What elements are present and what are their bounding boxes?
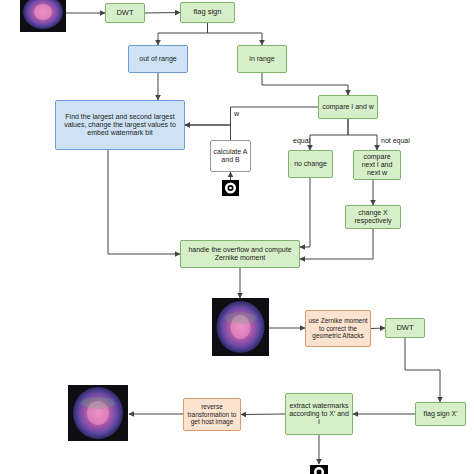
box-text: DWT: [116, 9, 133, 18]
flow-arrow: [348, 119, 377, 150]
process-box: flag sign X': [415, 402, 466, 426]
brain-image: [20, 0, 66, 32]
flow-arrow: [269, 328, 305, 329]
process-box: compare next I and next w: [353, 150, 401, 180]
box-text: use Zernike moment to correct the geomet…: [308, 317, 368, 339]
edge-label: w: [234, 110, 239, 117]
flow-arrow: [185, 125, 231, 140]
process-box: Find the largest and second largest valu…: [55, 100, 185, 150]
flow-arrow: [240, 268, 241, 298]
flow-arrow: [230, 172, 231, 180]
flow-arrow: [129, 414, 183, 415]
process-box: out of range: [128, 45, 188, 73]
box-text: compare I and w: [322, 103, 374, 111]
box-text: in range: [249, 55, 274, 63]
flow-arrow: [66, 13, 105, 14]
box-text: handle the overflow and compute Zernike …: [183, 246, 297, 262]
flow-arrow: [158, 73, 159, 100]
flow-arrow: [319, 435, 320, 464]
box-text: extract watermarks according to X' and I: [288, 402, 350, 426]
flow-arrow: [262, 73, 348, 95]
brain-image: [212, 298, 269, 356]
process-box: DWT: [105, 3, 145, 23]
box-text: flag sign: [194, 8, 222, 17]
flow-arrow: [185, 107, 318, 125]
brain-image: [68, 385, 128, 441]
flow-arrow: [373, 180, 374, 205]
watermark-icon: [310, 465, 328, 474]
box-text: Find the largest and second largest valu…: [58, 113, 182, 137]
flow-arrow: [300, 229, 373, 259]
process-box: flag sign: [180, 2, 235, 23]
edge-label: not equal: [381, 137, 410, 144]
process-box: no change: [288, 150, 333, 178]
box-text: out of range: [139, 55, 176, 63]
edge-label: equal: [293, 137, 310, 144]
process-box: compare I and w: [318, 95, 378, 119]
process-box: extract watermarks according to X' and I: [285, 393, 353, 435]
flow-arrow: [108, 150, 180, 254]
process-box: handle the overflow and compute Zernike …: [180, 240, 300, 268]
flow-arrow: [353, 414, 415, 415]
flow-arrow: [208, 23, 263, 45]
flow-arrow: [310, 119, 348, 150]
flow-arrow: [158, 23, 208, 45]
box-text: no change: [294, 160, 327, 168]
process-box: change X respectively: [345, 205, 401, 229]
box-text: calculate A and B: [213, 148, 248, 164]
process-box: DWT: [385, 318, 425, 338]
process-box: calculate A and B: [210, 140, 251, 172]
box-text: DWT: [396, 324, 413, 333]
watermark-icon: [222, 180, 239, 196]
flow-arrow: [405, 338, 440, 402]
box-text: reverse transformation to get host image: [186, 403, 238, 425]
flow-arrow: [371, 328, 385, 330]
box-text: flag sign X': [423, 410, 457, 418]
flow-arrow: [300, 178, 310, 247]
box-text: compare next I and next w: [356, 153, 398, 177]
process-box: reverse transformation to get host image: [183, 398, 241, 431]
process-box: use Zernike moment to correct the geomet…: [305, 310, 371, 347]
flow-arrow: [145, 12, 180, 14]
flow-arrow: [241, 414, 285, 416]
process-box: in range: [237, 45, 287, 73]
box-text: change X respectively: [348, 209, 398, 225]
